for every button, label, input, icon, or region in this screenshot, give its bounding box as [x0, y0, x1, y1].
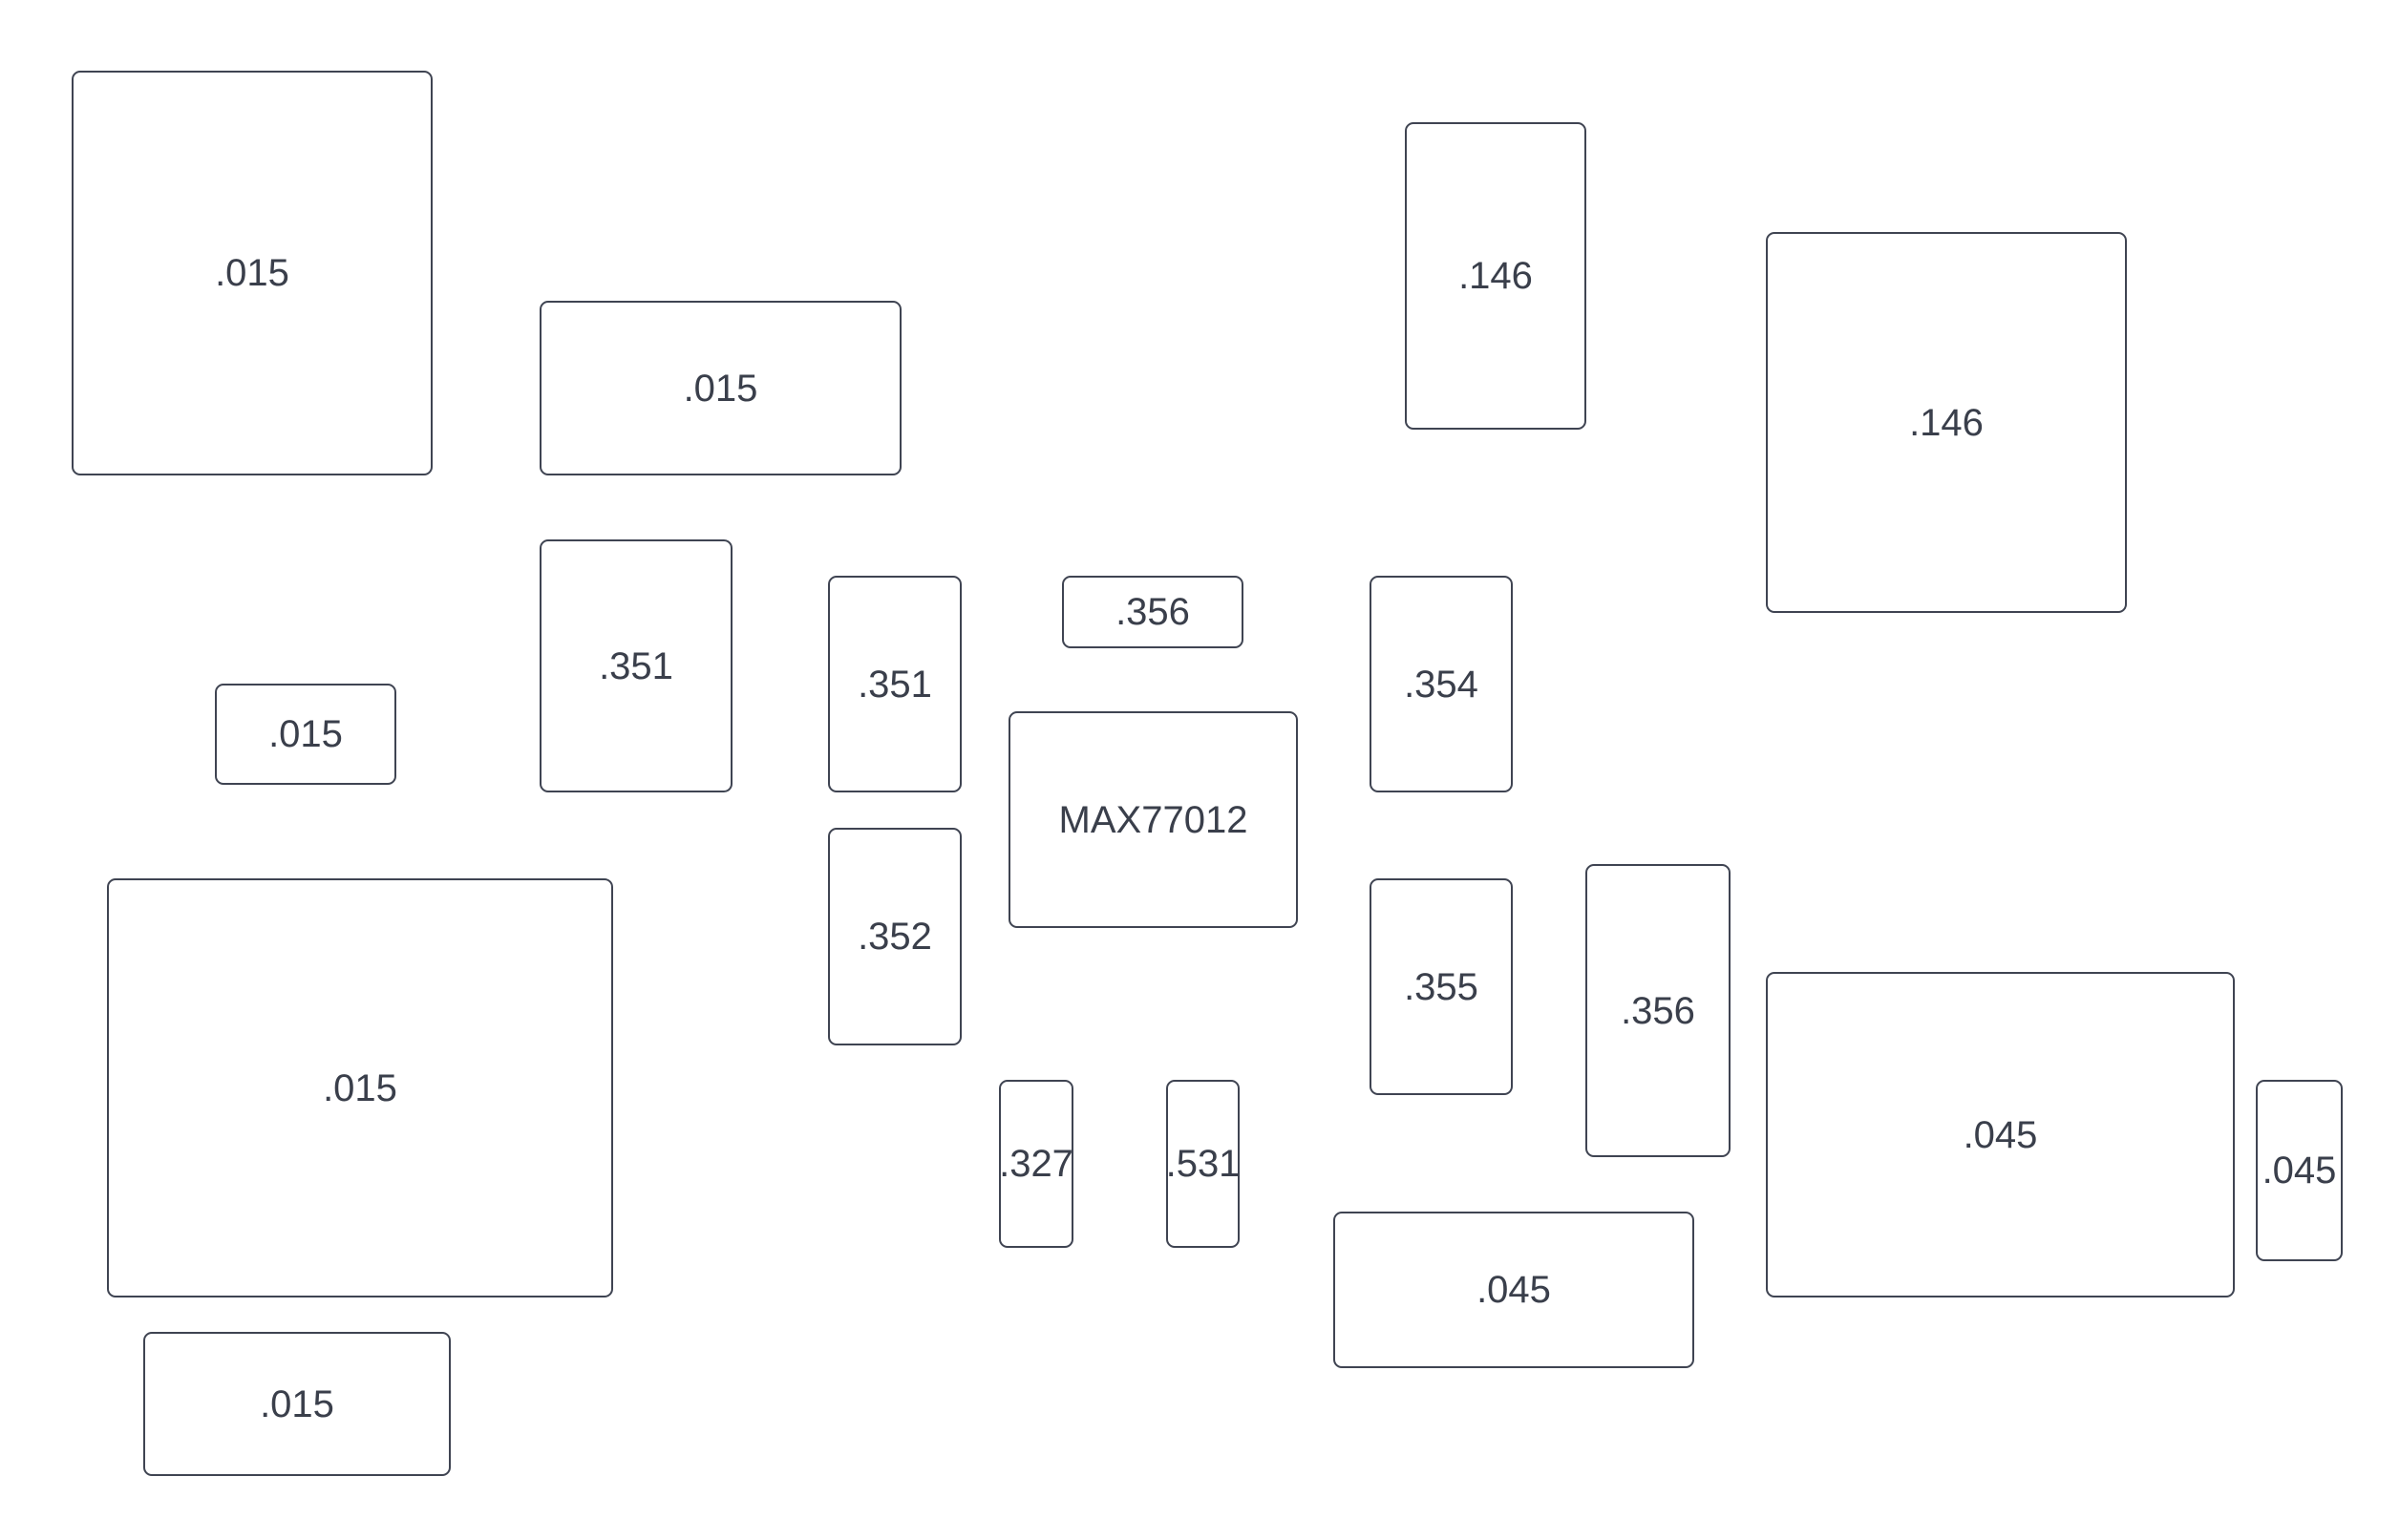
- component-label: .354: [1404, 663, 1478, 706]
- component-label: .355: [1404, 965, 1478, 1008]
- component-label: .351: [599, 644, 673, 687]
- component-label: .045: [1963, 1113, 2038, 1156]
- component-label: .352: [858, 916, 932, 958]
- component-block: .327: [999, 1080, 1073, 1248]
- component-block: .531: [1166, 1080, 1240, 1248]
- component-label: .531: [1165, 1143, 1241, 1185]
- component-label: .015: [268, 713, 343, 755]
- component-label: .351: [858, 663, 932, 706]
- component-block: .045: [1766, 972, 2235, 1297]
- component-label: .015: [323, 1066, 397, 1109]
- component-block: .146: [1766, 232, 2127, 613]
- component-label: .327: [999, 1143, 1073, 1185]
- component-block: .045: [1333, 1212, 1694, 1368]
- component-block: .146: [1405, 122, 1586, 430]
- main-ic-block: MAX77012: [1009, 711, 1298, 928]
- component-label: .045: [2262, 1150, 2337, 1192]
- component-block: .356: [1585, 864, 1731, 1157]
- component-block: .045: [2256, 1080, 2343, 1261]
- component-label: .146: [1458, 255, 1533, 297]
- component-block: .351: [828, 576, 962, 792]
- component-block: .356: [1062, 576, 1243, 648]
- component-label: .015: [260, 1382, 334, 1425]
- component-label: .146: [1909, 401, 1984, 444]
- component-label: .045: [1476, 1269, 1551, 1311]
- component-label: .356: [1621, 989, 1695, 1032]
- component-label: .015: [215, 252, 289, 294]
- component-block: .351: [540, 539, 733, 792]
- component-block: .015: [143, 1332, 451, 1476]
- component-block: .015: [215, 684, 396, 785]
- main-ic-label: MAX77012: [1058, 798, 1248, 841]
- component-label: .356: [1115, 591, 1190, 633]
- component-block: .352: [828, 828, 962, 1045]
- component-block: .015: [72, 71, 433, 475]
- component-block: .015: [107, 878, 613, 1297]
- component-block: .354: [1370, 576, 1513, 792]
- component-block: .015: [540, 301, 902, 475]
- component-label: .015: [683, 367, 758, 410]
- component-block: .355: [1370, 878, 1513, 1095]
